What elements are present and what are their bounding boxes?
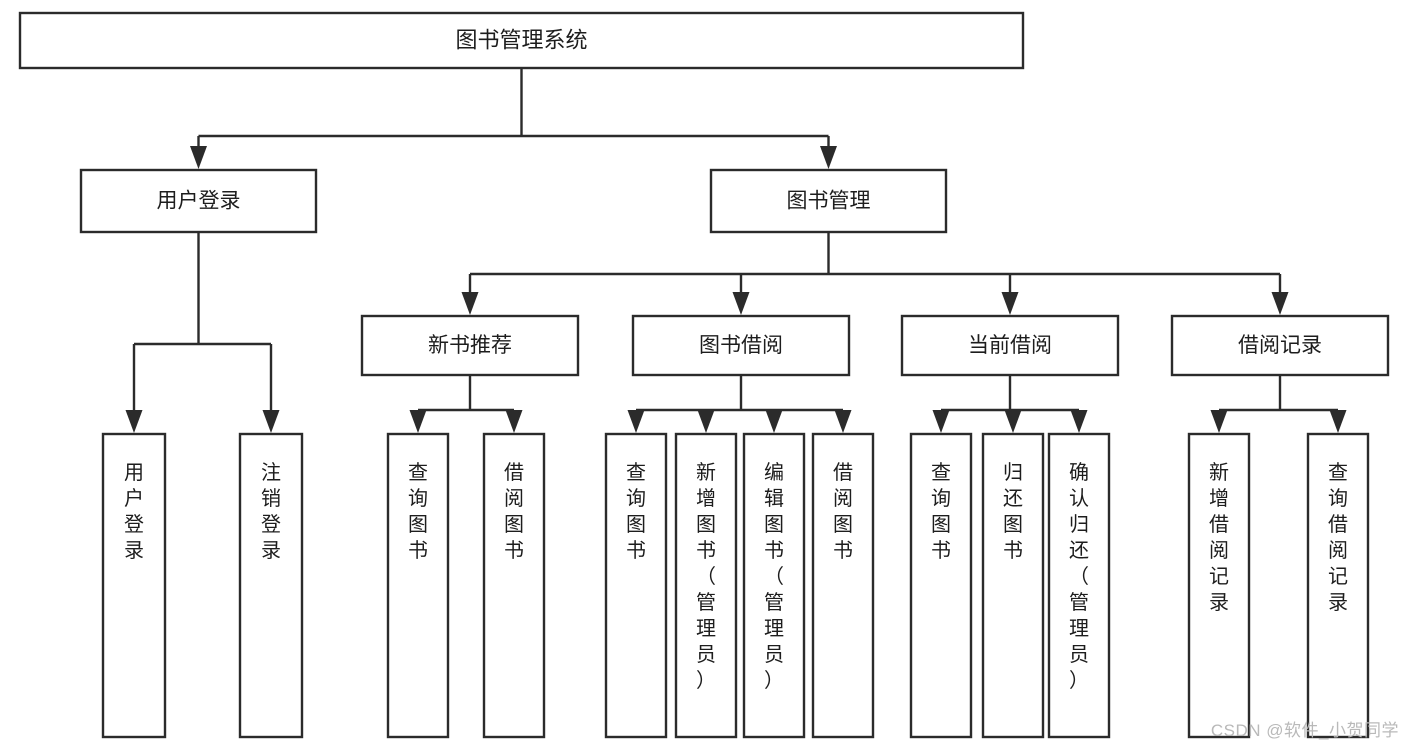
- node-l_cu_query[interactable]: 查询图书: [909, 432, 973, 739]
- node-l_bo_borrow[interactable]: 借阅图书: [811, 432, 875, 739]
- node-box[interactable]: [709, 168, 948, 234]
- node-layer: 图书管理系统用户登录图书管理新书推荐图书借阅当前借阅借阅记录用户登录注销登录查询…: [18, 11, 1390, 739]
- arrow-head-icon: [627, 410, 645, 433]
- connector-layer: [125, 68, 1347, 433]
- node-box[interactable]: [79, 168, 318, 234]
- node-n_borrow[interactable]: 图书借阅: [631, 314, 851, 377]
- arrow-head-icon: [1329, 410, 1347, 433]
- node-box[interactable]: [18, 11, 1025, 70]
- connector-group: [190, 68, 837, 169]
- node-label: 查询借阅记录: [1328, 461, 1348, 614]
- node-l_cu_confirm[interactable]: 确认归还（管理员）: [1047, 432, 1111, 739]
- node-label: 当前借阅: [968, 334, 1052, 357]
- node-box[interactable]: [482, 432, 546, 739]
- arrow-head-icon: [409, 410, 427, 433]
- node-root[interactable]: 图书管理系统: [18, 11, 1025, 70]
- node-box[interactable]: [811, 432, 875, 739]
- node-box[interactable]: [631, 314, 851, 377]
- node-box[interactable]: [386, 432, 450, 739]
- node-l_nb_query[interactable]: 查询图书: [386, 432, 450, 739]
- node-label: 借阅图书: [833, 461, 853, 562]
- node-l_userlogout[interactable]: 注销登录: [238, 432, 304, 739]
- node-l_rc_query[interactable]: 查询借阅记录: [1306, 432, 1370, 739]
- connector-group: [627, 375, 852, 433]
- arrow-head-icon: [461, 292, 479, 315]
- node-label: 查询图书: [626, 461, 646, 562]
- node-box[interactable]: [101, 432, 167, 739]
- arrow-head-icon: [505, 410, 523, 433]
- node-label: 用户登录: [157, 190, 241, 213]
- node-l_bo_edit[interactable]: 编辑图书（管理员）: [742, 432, 806, 739]
- arrow-head-icon: [1210, 410, 1228, 433]
- node-n_user[interactable]: 用户登录: [79, 168, 318, 234]
- arrow-head-icon: [834, 410, 852, 433]
- connector-group: [932, 375, 1088, 433]
- node-box[interactable]: [1047, 432, 1111, 739]
- arrow-head-icon: [190, 146, 207, 169]
- node-label: 图书借阅: [699, 334, 783, 357]
- arrow-head-icon: [732, 292, 750, 315]
- connector-group: [1210, 375, 1347, 433]
- arrow-head-icon: [932, 410, 950, 433]
- node-box[interactable]: [1187, 432, 1251, 739]
- arrow-head-icon: [820, 146, 837, 169]
- connector-group: [409, 375, 523, 433]
- node-box[interactable]: [909, 432, 973, 739]
- arrow-head-icon: [125, 410, 143, 433]
- node-box[interactable]: [1306, 432, 1370, 739]
- node-box[interactable]: [360, 314, 580, 377]
- node-label: 注销登录: [261, 461, 281, 562]
- node-box[interactable]: [900, 314, 1120, 377]
- node-box[interactable]: [604, 432, 668, 739]
- node-l_bo_query[interactable]: 查询图书: [604, 432, 668, 739]
- node-box[interactable]: [238, 432, 304, 739]
- node-label: 新书推荐: [428, 334, 512, 357]
- arrow-head-icon: [1004, 410, 1022, 433]
- node-label: 图书管理: [787, 190, 871, 213]
- arrow-head-icon: [1271, 292, 1289, 315]
- connector-group: [125, 232, 280, 433]
- node-label: 借阅记录: [1238, 334, 1322, 357]
- node-label: 用户登录: [124, 462, 144, 562]
- node-n_record[interactable]: 借阅记录: [1170, 314, 1390, 377]
- node-box[interactable]: [674, 432, 738, 739]
- arrow-head-icon: [1001, 292, 1019, 315]
- node-n_bookmgmt[interactable]: 图书管理: [709, 168, 948, 234]
- node-label: 确认归还（管理员）: [1069, 461, 1089, 692]
- node-label: 查询图书: [931, 461, 951, 562]
- node-label: 查询图书: [408, 461, 428, 562]
- node-box[interactable]: [742, 432, 806, 739]
- node-label: 归还图书: [1003, 461, 1023, 562]
- node-label: 图书管理系统: [455, 27, 587, 52]
- node-l_nb_borrow[interactable]: 借阅图书: [482, 432, 546, 739]
- node-l_cu_return[interactable]: 归还图书: [981, 432, 1045, 739]
- node-n_current[interactable]: 当前借阅: [900, 314, 1120, 377]
- node-box[interactable]: [981, 432, 1045, 739]
- node-label: 借阅图书: [504, 461, 524, 562]
- connector-group: [461, 232, 1289, 315]
- node-l_userlogin[interactable]: 用户登录: [101, 432, 167, 739]
- node-label: 新增借阅记录: [1209, 461, 1229, 614]
- node-label: 编辑图书（管理员）: [764, 461, 784, 692]
- node-box[interactable]: [1170, 314, 1390, 377]
- node-l_bo_add[interactable]: 新增图书（管理员）: [674, 432, 738, 739]
- node-label: 新增图书（管理员）: [696, 461, 716, 692]
- node-n_newbook[interactable]: 新书推荐: [360, 314, 580, 377]
- arrow-head-icon: [1070, 410, 1088, 433]
- arrow-head-icon: [697, 410, 715, 433]
- arrow-head-icon: [765, 410, 783, 433]
- arrow-head-icon: [262, 410, 280, 433]
- node-l_rc_add[interactable]: 新增借阅记录: [1187, 432, 1251, 739]
